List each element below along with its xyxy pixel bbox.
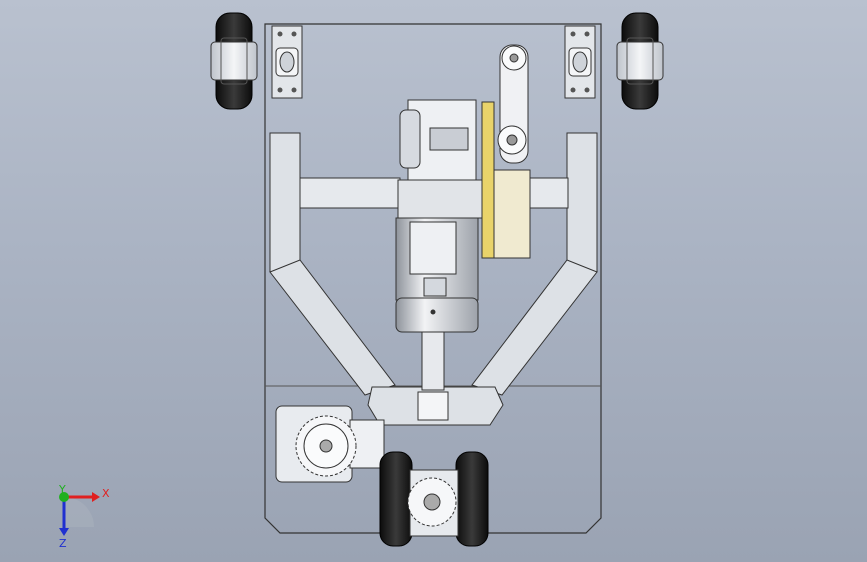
y-axis-label: Y	[59, 483, 66, 496]
z-axis-label: Z	[59, 537, 67, 550]
sprocket-gear	[295, 415, 357, 477]
rear-wheel-right	[616, 12, 664, 110]
drive-motor	[395, 217, 479, 333]
timing-belt-assembly	[481, 44, 531, 259]
cross-bar	[299, 177, 569, 209]
mounting-bracket-right	[564, 25, 596, 99]
gearbox	[397, 99, 483, 219]
mounting-bracket-left	[271, 25, 303, 99]
coordinate-triad	[59, 492, 100, 536]
front-sprocket	[407, 477, 457, 527]
v-frame	[269, 132, 598, 426]
y-axis-dot	[59, 492, 69, 502]
rear-wheel-left	[210, 12, 258, 110]
x-axis-label: X	[102, 487, 110, 500]
